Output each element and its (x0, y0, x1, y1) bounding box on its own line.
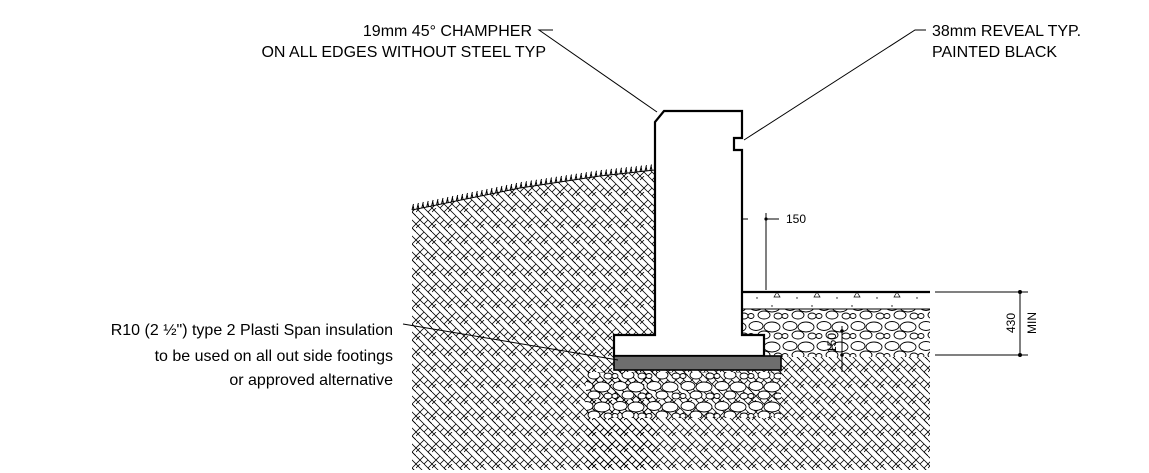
reveal-note-line1: 38mm REVEAL TYP. (932, 23, 1081, 40)
dimension-150-offset (742, 213, 779, 290)
dimension-150-gravel (840, 326, 844, 372)
grass-line (411, 164, 656, 211)
dimension-430-value: 430 (1004, 313, 1018, 333)
reveal-note-line2: PAINTED BLACK (932, 44, 1057, 61)
rigid-insulation (613, 355, 782, 371)
dimension-150-offset-label: 150 (786, 212, 806, 226)
leader-lines (402, 29, 926, 361)
dimension-150-gravel-label: 150 (825, 333, 839, 353)
dimension-430-min (935, 290, 1028, 357)
insulation-note-line2: to be used on all out side footings (155, 348, 393, 365)
foundation-wall (612, 109, 766, 358)
dimension-430-min-label: MIN (1025, 312, 1039, 334)
insulation-note-line3: or approved alternative (229, 372, 393, 389)
insulation-note-line1: R10 (2 ½") type 2 Plasti Span insulation (111, 322, 393, 339)
chamfer-note-line1: 19mm 45° CHAMPHER (363, 23, 532, 40)
concrete-slab (742, 290, 930, 310)
chamfer-note-line2: ON ALL EDGES WITHOUT STEEL TYP (261, 44, 546, 61)
